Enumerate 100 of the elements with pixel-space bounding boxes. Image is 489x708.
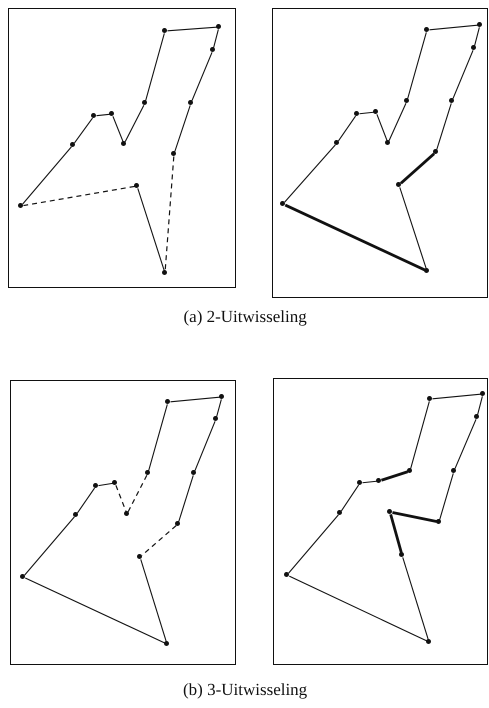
point-dot [480,391,486,396]
point-dot [70,142,76,148]
tour-edge [74,118,93,144]
tour-edge [167,26,217,32]
point-dot [18,203,24,208]
tour-edge [410,401,430,469]
point-dot [337,510,342,516]
point-dot [112,480,118,486]
point-dot [219,394,224,400]
tour-edge [24,516,75,576]
point-dot [334,140,340,146]
point-dot [396,182,402,188]
tour-edge [388,103,406,141]
point-dot [449,98,454,104]
point-dot [188,100,194,106]
plot-frame [10,380,236,665]
dashed-tour-edge [142,525,176,556]
dashed-tour-edge [115,485,127,512]
tour-edge [289,576,427,642]
point-dot [121,141,126,146]
point-dot [385,140,390,146]
point-dot [280,201,286,206]
dashed-tour-edge [164,156,174,271]
tour-edge [174,105,191,152]
tour-edge [340,484,360,512]
bold-tour-edge [380,470,408,482]
point-dot [175,521,180,526]
point-dot [407,468,412,474]
tour-edge [362,480,377,484]
tour-edge [474,27,480,46]
point-dot [165,399,170,404]
tour-edge [402,557,429,640]
tour-edge [429,24,478,30]
point-dot [137,554,142,560]
point-dot [373,109,378,114]
point-dot [93,483,98,488]
tour-edge [359,112,374,114]
tour-edge [145,33,165,101]
point-dot [471,45,476,50]
tour-edge [454,419,477,469]
point-dot [426,639,432,644]
tour-edge [284,144,336,202]
tour-edge [452,50,474,99]
tour-edge [407,32,427,99]
point-dot [162,270,168,276]
point-dot [451,468,456,474]
point-dot [164,641,170,646]
point-dot [357,480,362,486]
tour-edge [124,104,144,142]
point-dot [387,509,392,514]
point-dot [142,100,148,106]
tour-edge [22,146,72,204]
figure-caption: (b) 3-Uitwisseling [183,680,308,700]
point-dot [134,183,140,188]
figure-caption: (a) 2-Uitwisseling [184,307,307,327]
dashed-tour-edge [128,474,148,512]
bold-tour-edge [284,204,426,272]
point-dot [171,151,176,156]
point-dot [376,478,382,484]
tour-edge [216,399,222,417]
bold-tour-edge [400,152,436,184]
tour-edge [338,116,356,142]
tour-edge [376,114,388,141]
point-dot [162,28,168,34]
tour-edge [288,514,339,574]
tour-edge [178,475,194,522]
point-dot [124,511,130,516]
tour-edge [148,404,168,471]
bold-tour-edge [389,514,403,553]
tour-edge [98,482,113,486]
point-dot [109,111,114,116]
point-dot [216,24,222,30]
tour-edge [432,394,481,400]
tour-edge [213,29,219,48]
point-dot [354,111,360,116]
point-dot [433,149,438,154]
point-dot [477,22,482,28]
point-dot [91,113,96,118]
point-dot [399,552,404,558]
point-dot [474,414,480,420]
point-dot [436,519,442,524]
point-dot [284,572,290,578]
tour-edge [399,187,427,269]
tour-edge [140,559,167,642]
tour-edge [25,578,165,644]
dashed-tour-edge [23,186,135,206]
tour-edge [191,52,213,101]
point-dot [404,98,410,104]
point-dot [20,574,26,580]
point-dot [210,47,216,52]
point-dot [424,268,430,274]
point-dot [424,27,430,32]
plot-frame [8,8,236,288]
plot-frame [272,8,488,298]
tour-edge [137,188,165,271]
bold-tour-edge [392,511,437,523]
tour-edge [194,421,216,471]
tour-edge [436,103,452,150]
tour-edge [76,488,96,514]
point-dot [213,416,218,422]
